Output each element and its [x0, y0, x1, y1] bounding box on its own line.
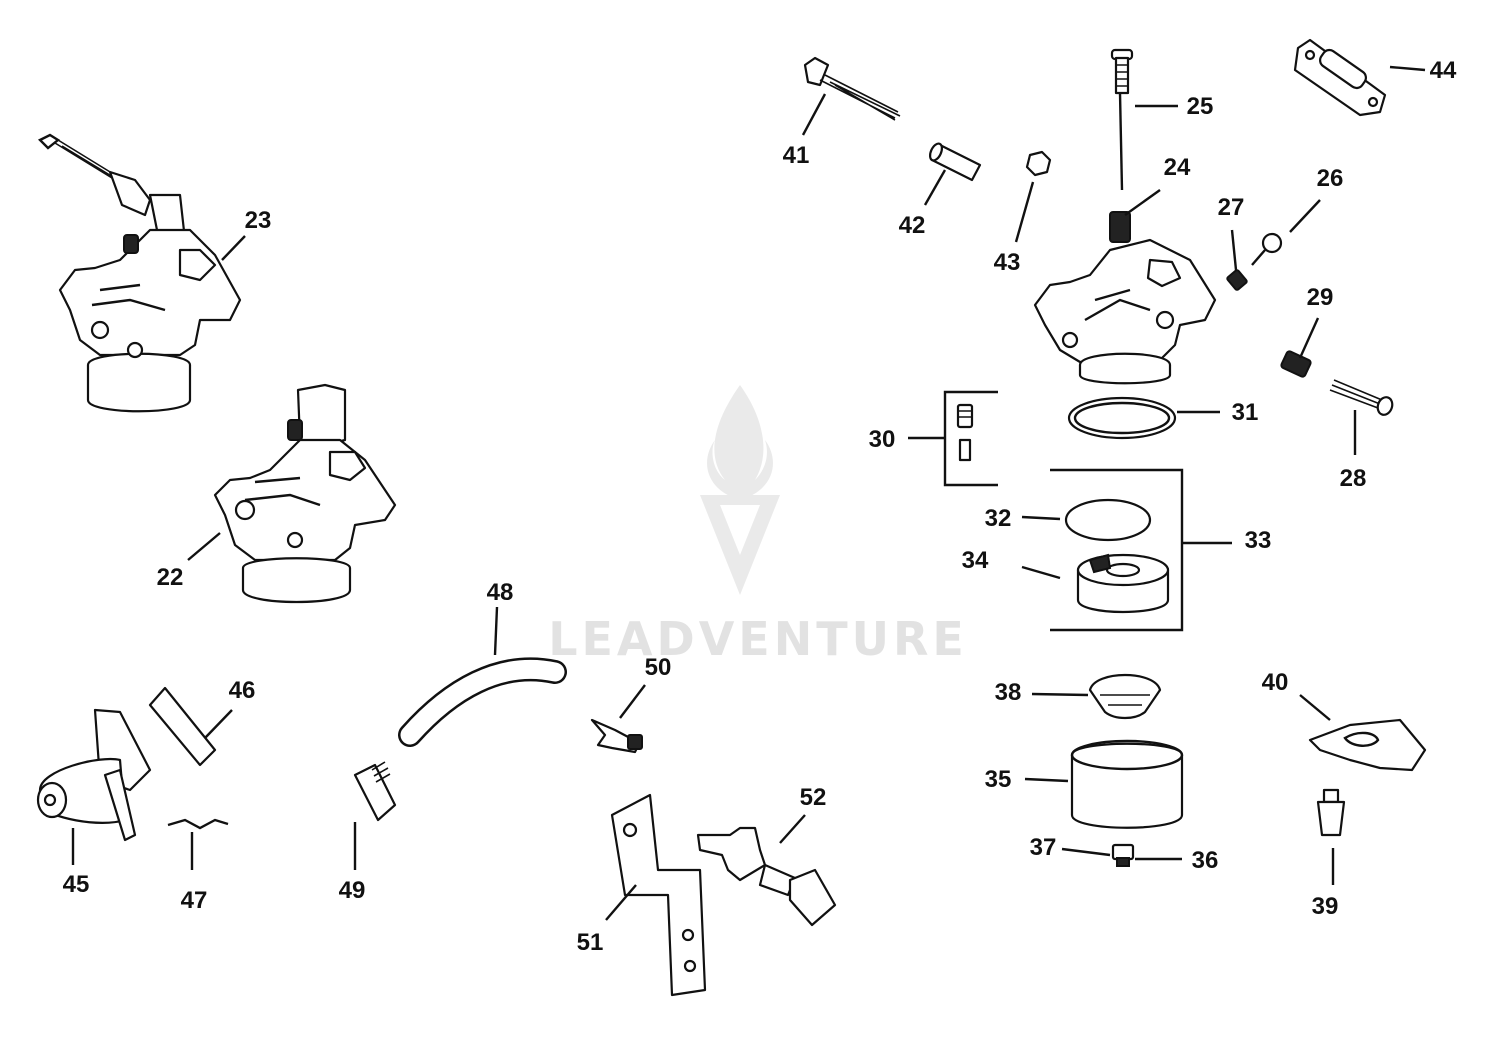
callout-34: 34 [962, 547, 989, 574]
choke-45-drawing [36, 708, 152, 842]
callout-31: 31 [1232, 399, 1259, 426]
callout-44: 44 [1430, 57, 1457, 84]
needle-25-drawing [1110, 48, 1134, 191]
callout-28: 28 [1340, 465, 1367, 492]
callout-40: 40 [1262, 669, 1289, 696]
carburetor-assembly-23-drawing [37, 133, 242, 413]
callout-35: 35 [985, 766, 1012, 793]
callout-50: 50 [645, 654, 672, 681]
screw-26-drawing [1251, 232, 1283, 266]
leader-lines [71, 65, 1426, 921]
kit-33-bracket [1050, 468, 1184, 632]
gasket-32-drawing [1064, 498, 1152, 542]
elbow-49-drawing [353, 761, 397, 822]
callout-23: 23 [245, 207, 272, 234]
callout-30: 30 [869, 426, 896, 453]
callout-24: 24 [1164, 154, 1191, 181]
spring-29-drawing [1280, 350, 1312, 378]
gasket-44-drawing [1293, 38, 1387, 117]
bracket-40-drawing [1308, 718, 1427, 772]
watermark: LEADVENTURE [548, 385, 968, 666]
callout-47: 47 [181, 887, 208, 914]
spring-24-drawing [1109, 211, 1131, 243]
hose-48-drawing [398, 657, 567, 747]
callout-46: 46 [229, 677, 256, 704]
carburetor-body-drawing [1033, 238, 1217, 385]
bowl-35-drawing [1070, 739, 1184, 829]
watermark-text: LEADVENTURE [548, 612, 968, 666]
ring-31-drawing [1067, 396, 1177, 440]
nut-43-drawing [1025, 150, 1052, 177]
callout-33: 33 [1245, 527, 1272, 554]
callout-45: 45 [63, 871, 90, 898]
callout-26: 26 [1317, 165, 1344, 192]
callout-52: 52 [800, 784, 827, 811]
bracket-51-drawing [610, 793, 707, 997]
jet-kit-30-drawing [943, 390, 998, 487]
callout-43: 43 [994, 249, 1021, 276]
gasket-46-drawing [148, 686, 217, 767]
pin-42-drawing [928, 142, 982, 182]
carburetor-assembly-22-drawing [213, 383, 397, 604]
callout-27: 27 [1218, 194, 1245, 221]
flame-logo-icon [700, 385, 780, 595]
drain-plug-36-37-drawing [1111, 843, 1135, 867]
callout-25: 25 [1187, 93, 1214, 120]
callout-labels: 22 23 24 25 26 27 28 29 30 31 32 33 34 3… [63, 57, 1457, 956]
diaphragm-38-drawing [1088, 674, 1162, 720]
callout-32: 32 [985, 505, 1012, 532]
clip-47-drawing [167, 818, 229, 830]
callout-38: 38 [995, 679, 1022, 706]
callout-39: 39 [1312, 893, 1339, 920]
shutoff-valve-52-drawing [696, 826, 837, 927]
spring-27-drawing [1226, 269, 1248, 291]
screw-41-drawing [803, 56, 901, 121]
callout-51: 51 [577, 929, 604, 956]
callout-42: 42 [899, 212, 926, 239]
callout-29: 29 [1307, 284, 1334, 311]
valve-39-drawing [1316, 788, 1346, 837]
callout-37: 37 [1030, 834, 1057, 861]
callout-49: 49 [339, 877, 366, 904]
callout-41: 41 [783, 142, 810, 169]
screw-28-drawing [1329, 379, 1394, 416]
callout-36: 36 [1192, 847, 1219, 874]
callout-48: 48 [487, 579, 514, 606]
callout-22: 22 [157, 564, 184, 591]
float-34-drawing [1076, 553, 1170, 614]
fitting-50-drawing [590, 718, 643, 754]
